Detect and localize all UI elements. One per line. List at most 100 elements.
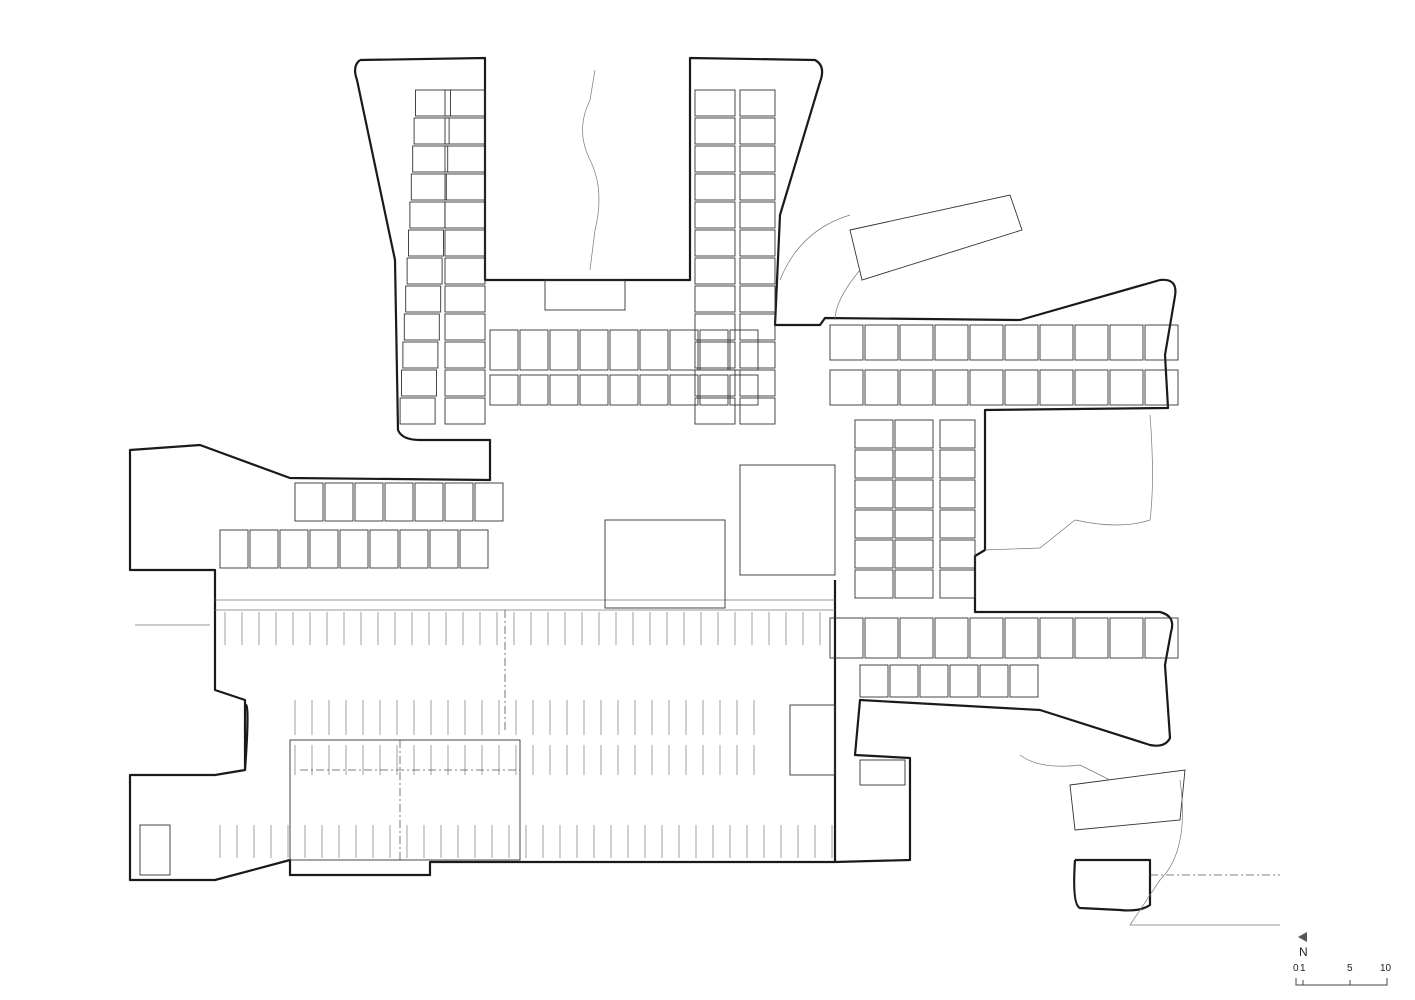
room bbox=[309, 529, 339, 569]
room bbox=[969, 324, 1004, 361]
room bbox=[739, 89, 776, 117]
room bbox=[739, 229, 776, 257]
room bbox=[444, 313, 486, 341]
room bbox=[694, 145, 736, 173]
north-label: N bbox=[1299, 945, 1308, 959]
room bbox=[739, 397, 776, 425]
room bbox=[444, 145, 486, 173]
room bbox=[489, 329, 519, 371]
room bbox=[894, 449, 934, 479]
room bbox=[729, 329, 759, 371]
room bbox=[609, 374, 639, 406]
room bbox=[694, 369, 736, 397]
scale-tick-10: 10 bbox=[1380, 963, 1392, 974]
room bbox=[894, 479, 934, 509]
room bbox=[444, 117, 486, 145]
room bbox=[415, 89, 451, 117]
room bbox=[739, 285, 776, 313]
room bbox=[1109, 617, 1144, 659]
room bbox=[324, 482, 354, 522]
room bbox=[854, 479, 894, 509]
room bbox=[1144, 617, 1179, 659]
room bbox=[934, 617, 969, 659]
room bbox=[859, 664, 889, 698]
room bbox=[384, 482, 414, 522]
room bbox=[579, 329, 609, 371]
room bbox=[639, 374, 669, 406]
room bbox=[739, 201, 776, 229]
room bbox=[729, 374, 759, 406]
room bbox=[412, 145, 449, 173]
room bbox=[444, 173, 486, 201]
room bbox=[694, 313, 736, 341]
room bbox=[899, 369, 934, 406]
room bbox=[444, 397, 486, 425]
room bbox=[694, 397, 736, 425]
room bbox=[1144, 324, 1179, 361]
room bbox=[519, 374, 549, 406]
room bbox=[444, 89, 486, 117]
room bbox=[864, 369, 899, 406]
room bbox=[413, 117, 450, 145]
room bbox=[403, 313, 440, 341]
room bbox=[894, 569, 934, 599]
room bbox=[739, 257, 776, 285]
room bbox=[1074, 324, 1109, 361]
scale-tick-1: 1 bbox=[1300, 963, 1306, 974]
room bbox=[639, 329, 669, 371]
room bbox=[669, 329, 699, 371]
room bbox=[444, 285, 486, 313]
room bbox=[249, 529, 279, 569]
room bbox=[864, 324, 899, 361]
room bbox=[405, 285, 442, 313]
room bbox=[474, 482, 504, 522]
room bbox=[354, 482, 384, 522]
room bbox=[939, 479, 976, 509]
room bbox=[1039, 617, 1074, 659]
room bbox=[829, 617, 864, 659]
room bbox=[694, 285, 736, 313]
room bbox=[339, 529, 369, 569]
room bbox=[864, 617, 899, 659]
parking-stalls bbox=[215, 599, 835, 858]
room bbox=[939, 569, 976, 599]
room bbox=[739, 173, 776, 201]
room bbox=[399, 529, 429, 569]
room bbox=[369, 529, 399, 569]
room bbox=[739, 117, 776, 145]
room bbox=[854, 449, 894, 479]
room bbox=[414, 482, 444, 522]
room bbox=[489, 374, 519, 406]
room bbox=[579, 374, 609, 406]
room bbox=[444, 369, 486, 397]
room bbox=[969, 369, 1004, 406]
room bbox=[549, 329, 579, 371]
room bbox=[1009, 664, 1039, 698]
room bbox=[219, 529, 249, 569]
room bbox=[1074, 369, 1109, 406]
room bbox=[889, 664, 919, 698]
room bbox=[979, 664, 1009, 698]
room bbox=[739, 145, 776, 173]
room bbox=[549, 374, 579, 406]
room bbox=[444, 482, 474, 522]
room bbox=[1004, 617, 1039, 659]
room bbox=[894, 509, 934, 539]
room bbox=[829, 324, 864, 361]
room bbox=[459, 529, 489, 569]
room bbox=[694, 341, 736, 369]
scale-tick-5: 5 bbox=[1347, 963, 1353, 974]
north-arrow-icon bbox=[1298, 932, 1307, 942]
room bbox=[1109, 324, 1144, 361]
room bbox=[609, 329, 639, 371]
core-blocks bbox=[139, 279, 906, 876]
scale-tick-0: 0 bbox=[1293, 963, 1299, 974]
room bbox=[1039, 369, 1074, 406]
room bbox=[894, 539, 934, 569]
room bbox=[939, 509, 976, 539]
room bbox=[429, 529, 459, 569]
room bbox=[1144, 369, 1179, 406]
room bbox=[669, 374, 699, 406]
room bbox=[1074, 617, 1109, 659]
room bbox=[739, 341, 776, 369]
